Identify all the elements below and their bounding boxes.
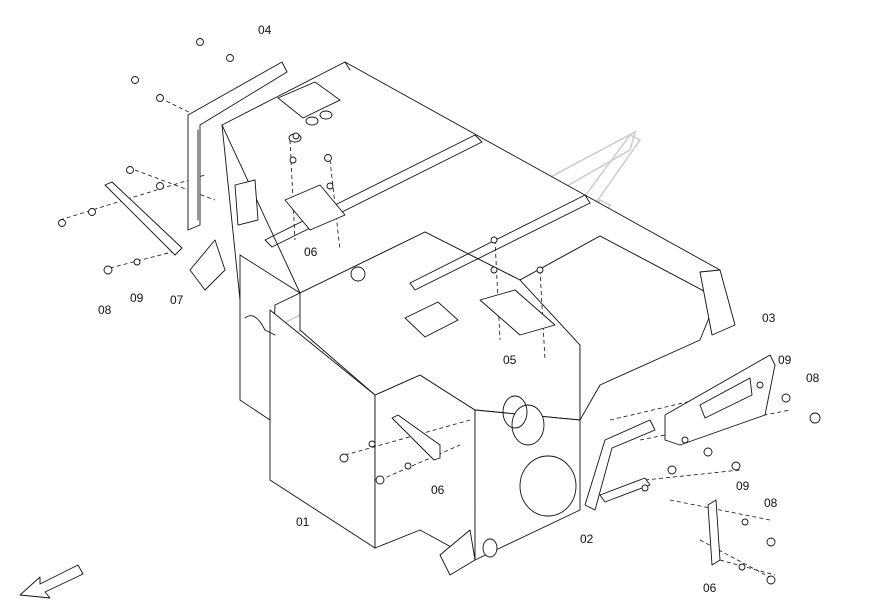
- label-04: 04: [258, 23, 272, 37]
- arrow-down-left-icon: [19, 564, 84, 599]
- callout-labels: 04 08 09 07 06 05 06 01 02 03 09 08 09 0…: [98, 23, 820, 595]
- part-04-bracket: [131, 38, 288, 231]
- part-02-strap: [584, 419, 677, 511]
- label-08-left: 08: [98, 303, 112, 317]
- fasteners-left: [103, 258, 141, 275]
- tank-body: [189, 61, 736, 576]
- label-01: 01: [296, 515, 310, 529]
- part-07-strap: [58, 166, 183, 256]
- part-06-lower-bracket: [339, 414, 441, 485]
- part-06-top-bracket: [284, 132, 346, 231]
- label-06-top: 06: [304, 245, 318, 259]
- label-08-right-bottom: 08: [764, 496, 778, 510]
- label-09-right-bottom: 09: [736, 479, 750, 493]
- label-09-left: 09: [130, 291, 144, 305]
- part-03-strap: [664, 354, 821, 446]
- fasteners-right-mid: [681, 436, 776, 547]
- label-08-right-top: 08: [806, 371, 820, 385]
- label-06-bottom: 06: [703, 581, 717, 595]
- label-09-right-top: 09: [778, 353, 792, 367]
- label-06-middle: 06: [431, 483, 445, 497]
- part-06-right-bracket: [707, 499, 776, 585]
- part-05-bracket: [479, 236, 556, 336]
- label-05: 05: [503, 353, 517, 367]
- label-03: 03: [762, 311, 776, 325]
- label-02: 02: [580, 532, 594, 546]
- label-07: 07: [170, 293, 184, 307]
